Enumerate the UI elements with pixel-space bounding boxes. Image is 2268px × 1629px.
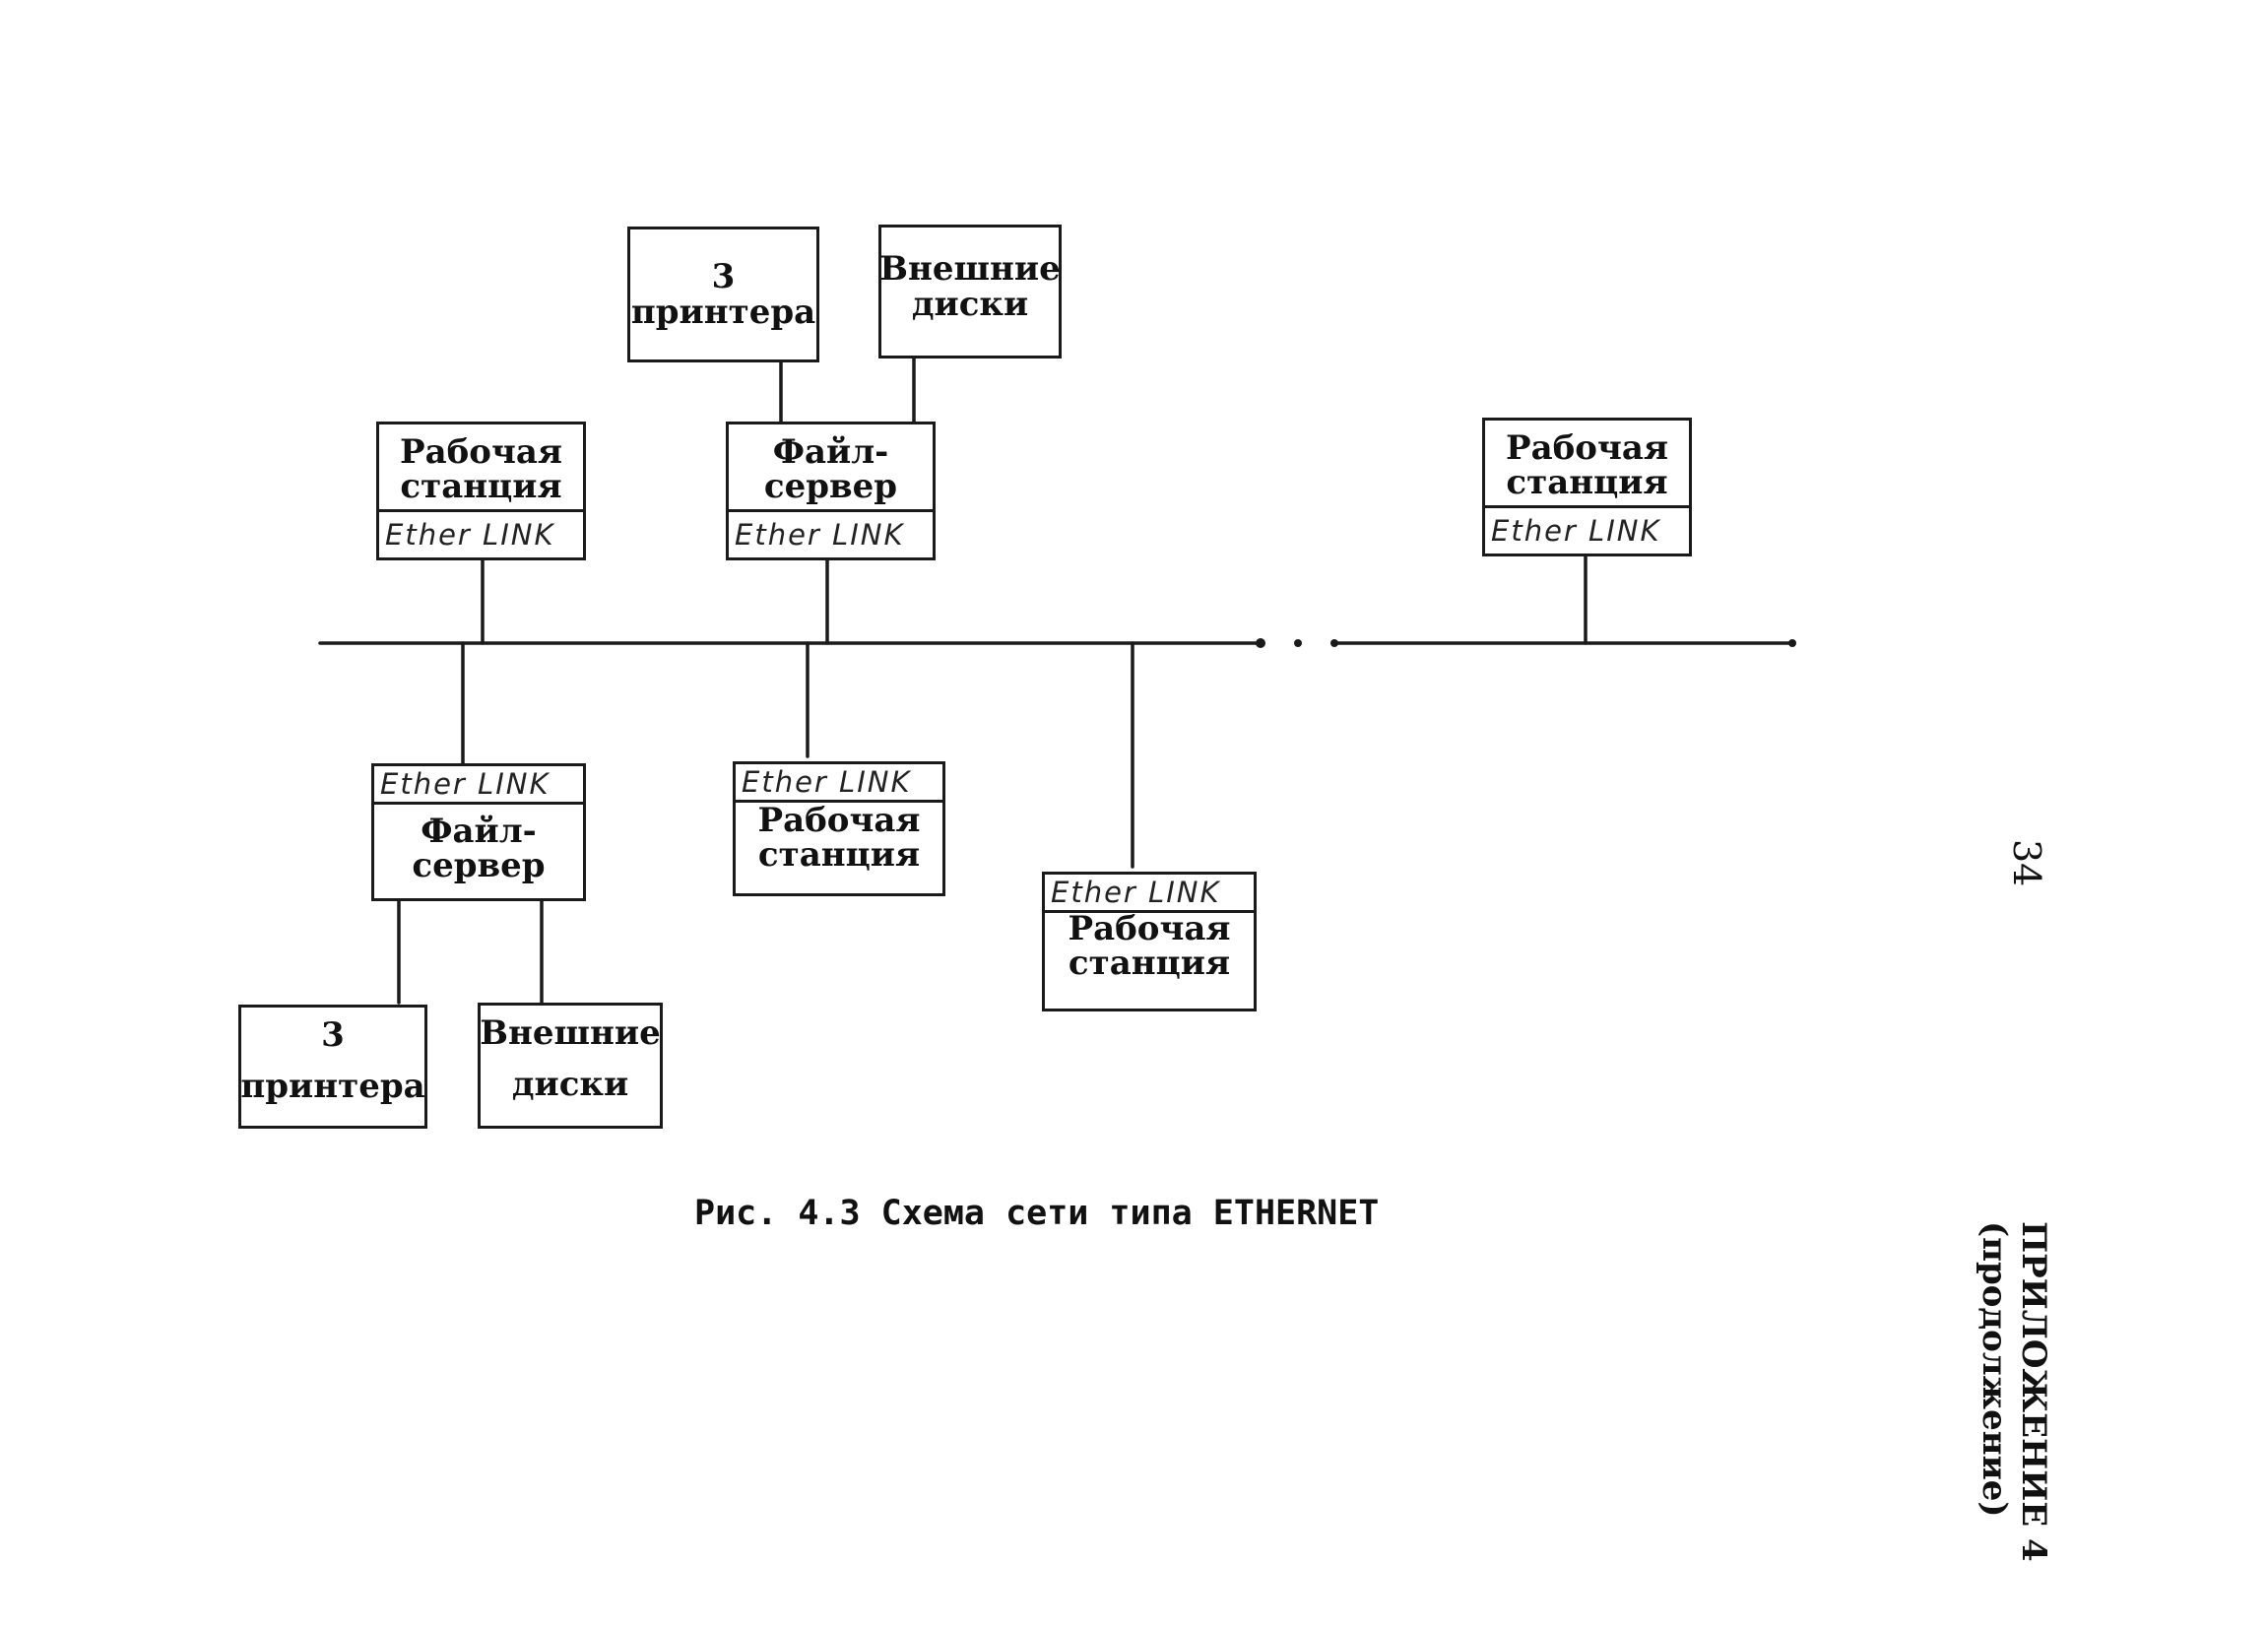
workstation-top-left-box: Рабочая станция Ether LINK <box>376 422 586 560</box>
printers-bottom-box: 3 принтера <box>238 1005 427 1129</box>
bus-dot <box>1330 639 1338 647</box>
ether-link-adapter: Ether LINK <box>1045 875 1254 913</box>
fileserver-top-box: Файл- сервер Ether LINK <box>726 422 936 560</box>
node-label-line1: Файл- <box>421 812 537 851</box>
workstation-top-right-box: Рабочая станция Ether LINK <box>1482 418 1692 556</box>
node-label-line1: Файл- <box>772 432 889 472</box>
ether-link-adapter: Ether LINK <box>736 764 942 803</box>
figure-caption: Рис. 4.3 Схема сети типа ETHERNET <box>694 1194 1380 1233</box>
node-label-line1: 3 <box>321 1015 345 1055</box>
node-label-line2: диски <box>911 285 1029 324</box>
node-title: Рабочая станция <box>1045 908 1254 1009</box>
node-title: Файл- сервер <box>374 800 583 898</box>
bus-dot <box>1294 639 1302 647</box>
disks-bottom-box: Внешние диски <box>478 1003 663 1129</box>
appendix-header: ПРИЛОЖЕНИЕ 4 (продолжение) <box>1975 1221 2053 1562</box>
node-label-line2: сервер <box>412 846 546 885</box>
node-label-line2: станция <box>757 835 921 875</box>
node-label-line1: Рабочая <box>1506 428 1668 468</box>
appendix-subtitle: (продолжение) <box>1975 1221 2014 1518</box>
bus-dot <box>1256 638 1265 648</box>
node-label-line1: Внешние <box>879 249 1061 289</box>
node-title: Рабочая станция <box>1485 421 1689 511</box>
node-title: Рабочая станция <box>379 424 583 515</box>
node-label-line2: станция <box>1506 463 1668 502</box>
node-label-line1: Внешние <box>480 1013 661 1053</box>
node-label-line2: принтера <box>240 1067 425 1106</box>
appendix-title: ПРИЛОЖЕНИЕ 4 <box>2014 1221 2053 1562</box>
ether-link-adapter: Ether LINK <box>379 509 583 557</box>
node-label-line2: станция <box>400 467 562 506</box>
disks-top-box: Внешние диски <box>878 225 1062 358</box>
node-label-line1: Рабочая <box>757 801 921 840</box>
fileserver-bottom-box: Ether LINK Файл- сервер <box>371 763 586 901</box>
bus-dot <box>1788 639 1796 647</box>
node-label-line2: диски <box>511 1065 629 1104</box>
node-label-line1: 3 <box>711 257 736 296</box>
node-label-line2: принтера <box>630 293 816 332</box>
ether-link-adapter: Ether LINK <box>1485 505 1689 554</box>
node-label-line1: Рабочая <box>1068 909 1231 948</box>
ether-link-adapter: Ether LINK <box>729 509 933 557</box>
node-title: Рабочая станция <box>736 798 942 893</box>
printers-top-box: 3 принтера <box>627 227 819 362</box>
page-number: 34 <box>2005 839 2048 887</box>
node-label-line2: станция <box>1068 944 1231 983</box>
node-title: Файл- сервер <box>729 424 933 515</box>
workstation-bottom-mid-box: Ether LINK Рабочая станция <box>733 761 945 896</box>
node-label-line2: сервер <box>763 467 898 506</box>
node-label-line1: Рабочая <box>400 432 562 472</box>
workstation-bottom-right-box: Ether LINK Рабочая станция <box>1042 872 1257 1011</box>
ether-link-adapter: Ether LINK <box>374 766 583 805</box>
